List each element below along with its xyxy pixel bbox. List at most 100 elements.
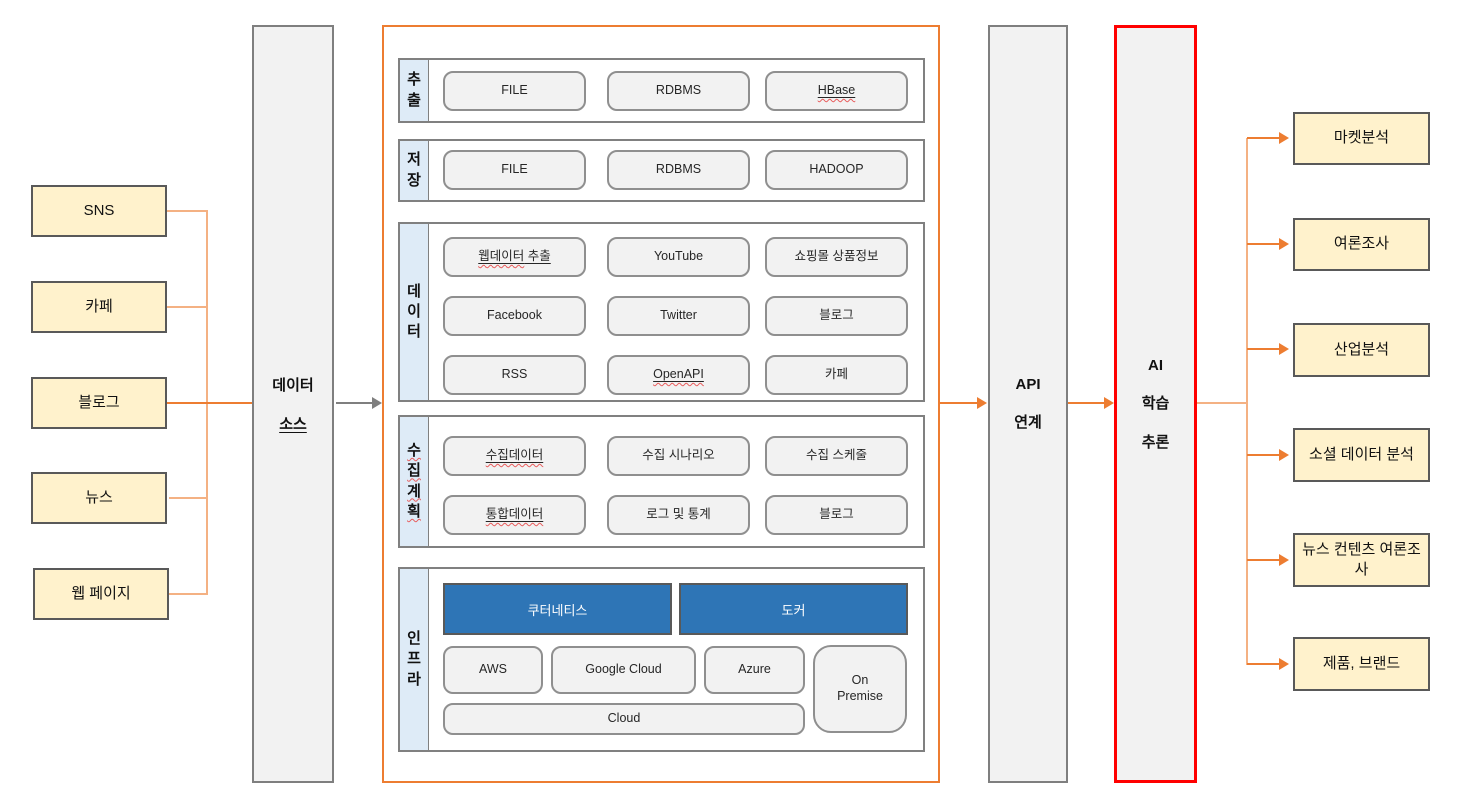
item-collection-schedule: 수집 스케줄 (765, 436, 908, 476)
item-label: 블로그 (819, 507, 854, 522)
output-label: 마켓분석 (1333, 129, 1390, 147)
item-hadoop: HADOOP (765, 150, 908, 190)
item-label: HADOOP (809, 162, 864, 177)
arrowhead-icon (977, 397, 987, 409)
item-label: HBase (817, 83, 856, 98)
output-opinion-poll: 여론조사 (1293, 218, 1430, 271)
item-label: AWS (478, 662, 507, 677)
output-news-content-poll: 뉴스 컨텐츠 여론조사 (1293, 533, 1430, 587)
item-rss: RSS (443, 355, 586, 395)
item-facebook: Facebook (443, 296, 586, 336)
arrowhead-icon (1279, 343, 1289, 355)
item-cafe: 카페 (765, 355, 908, 395)
item-label: 수집 시나리오 (642, 448, 715, 463)
arrowhead-icon (1279, 132, 1289, 144)
item-web-data-extract: 웹데이터 추출 (443, 237, 586, 277)
item-youtube: YouTube (607, 237, 750, 277)
item-collection-scenario: 수집 시나리오 (607, 436, 750, 476)
connector-line (1247, 559, 1280, 561)
source-news: 뉴스 (31, 472, 167, 524)
source-label: 뉴스 (85, 488, 113, 506)
output-label: 제품, 브랜드 (1322, 654, 1401, 672)
item-collected-data: 수집데이터 (443, 436, 586, 476)
item-label: FILE (501, 162, 528, 177)
connector-trunk-right (1246, 138, 1248, 665)
connector-line (336, 402, 373, 404)
item-label: 카페 (824, 367, 848, 382)
item-azure: Azure (704, 646, 805, 694)
item-aws: AWS (443, 646, 543, 694)
connector-line (1247, 663, 1280, 665)
item-integrated-data: 통합데이터 (443, 495, 586, 535)
connector-line (1247, 137, 1280, 139)
output-social-data-analysis: 소셜 데이터 분석 (1293, 428, 1430, 482)
item-docker: 도커 (679, 583, 908, 635)
item-label: Facebook (487, 308, 542, 323)
arrowhead-icon (1279, 238, 1289, 250)
connector-main-left (167, 402, 252, 404)
api-line1: API (1015, 376, 1041, 393)
item-rdbms: RDBMS (607, 150, 750, 190)
item-log-statistics: 로그 및 통계 (607, 495, 750, 535)
arrowhead-icon (372, 397, 382, 409)
item-kubernetes: 쿠터네티스 (443, 583, 672, 635)
source-webpage: 웹 페이지 (33, 568, 169, 620)
item-label: FILE (501, 83, 528, 98)
item-label: Google Cloud (585, 662, 662, 677)
item-label: 추출 (524, 249, 551, 264)
output-market-analysis: 마켓분석 (1293, 112, 1430, 165)
item-label: 수집데이터 (485, 448, 544, 463)
connector-line (1247, 243, 1280, 245)
item-label: 로그 및 통계 (646, 507, 711, 522)
source-label: 웹 페이지 (71, 584, 131, 602)
item-label: RDBMS (655, 83, 702, 98)
item-label: 블로그 (819, 308, 854, 323)
connector-line (169, 593, 208, 595)
connector-line (1197, 402, 1248, 404)
item-label: RSS (501, 367, 528, 382)
source-sns: SNS (31, 185, 167, 237)
item-label: Twitter (660, 308, 697, 323)
output-label: 산업분석 (1333, 340, 1390, 358)
api-line2: 연계 (1014, 414, 1042, 431)
arrowhead-icon (1279, 554, 1289, 566)
item-cloud: Cloud (443, 703, 805, 735)
item-twitter: Twitter (607, 296, 750, 336)
source-label: SNS (83, 201, 115, 219)
item-openapi: OpenAPI (607, 355, 750, 395)
ai-line3: 추론 (1141, 433, 1170, 451)
output-label: 여론조사 (1333, 235, 1390, 253)
item-label: RDBMS (655, 162, 702, 177)
item-label: 도커 (781, 602, 806, 618)
arrowhead-icon (1279, 449, 1289, 461)
item-google-cloud: Google Cloud (551, 646, 696, 694)
ai-line1: AI (1148, 356, 1163, 374)
item-hbase: HBase (765, 71, 908, 111)
item-label: 쿠터네티스 (527, 602, 588, 618)
item-label: 통합데이터 (485, 507, 544, 522)
item-blog: 블로그 (765, 495, 908, 535)
item-label: 쇼핑몰 상품정보 (794, 249, 879, 264)
item-label: OpenAPI (653, 367, 704, 382)
item-label: On Premise (837, 673, 883, 703)
item-label: Cloud (607, 711, 641, 726)
connector-line (940, 402, 978, 404)
connector-line (1247, 348, 1280, 350)
item-on-premise: On Premise (813, 645, 907, 733)
output-industry-analysis: 산업분석 (1293, 323, 1430, 377)
connector-line (1247, 454, 1280, 456)
data-source-box: 데이터 소스 (252, 25, 334, 783)
source-label: 카페 (85, 297, 113, 315)
ai-learning-inference-box: AI 학습 추론 (1114, 25, 1197, 783)
data-source-line2: 소스 (279, 416, 307, 433)
source-label: 블로그 (78, 393, 120, 411)
item-label: 웹데이터 (478, 249, 525, 264)
source-cafe: 카페 (31, 281, 167, 333)
item-label: 수집 스케줄 (806, 448, 867, 463)
source-blog: 블로그 (31, 377, 167, 429)
